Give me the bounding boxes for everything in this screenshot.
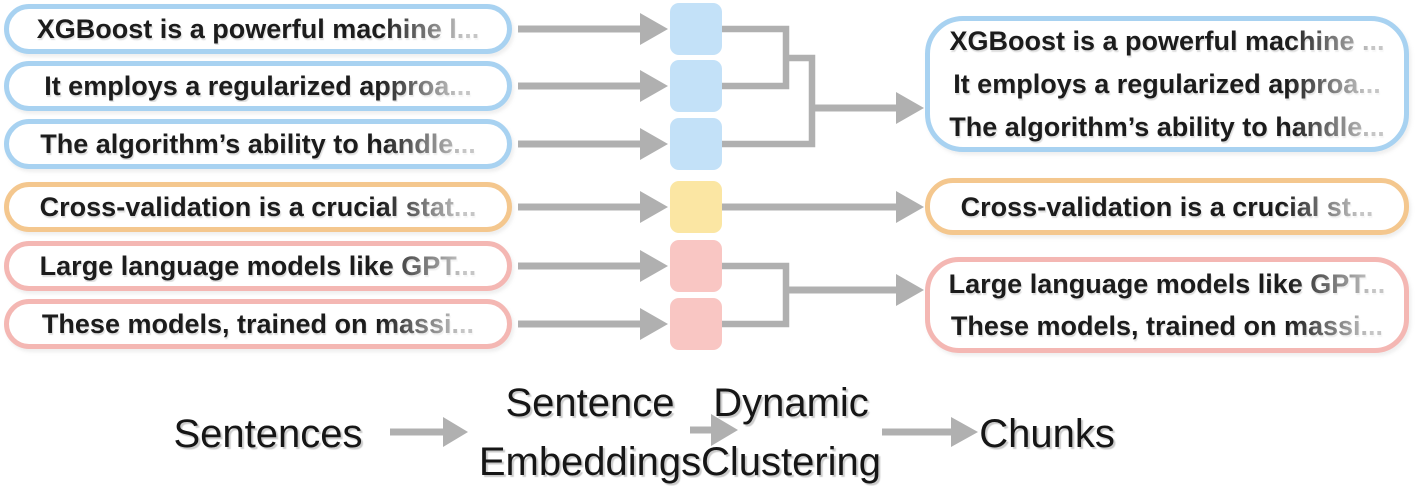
sentence-text-6: These models, trained on massi... xyxy=(41,308,475,339)
stage-label-sentence-embeddings: Sentence Embeddings xyxy=(478,381,702,484)
sentence-box-5: Large language models like GPT... xyxy=(4,241,512,291)
arrow-sentence1-to-embedding-icon xyxy=(518,13,668,45)
chunk3-line-2: These models, trained on massi... xyxy=(950,311,1384,341)
arrow-sentence3-to-embedding-icon xyxy=(518,128,668,160)
arrow-sentence5-to-embedding-icon xyxy=(518,250,668,282)
arrow-sentence2-to-embedding-icon xyxy=(518,70,668,102)
arrow-sentence4-to-embedding-icon xyxy=(518,191,668,223)
arrow-embeddings-to-clustering-icon xyxy=(690,414,738,446)
blue-cluster-bracket xyxy=(722,25,816,148)
sentence-box-6: These models, trained on massi... xyxy=(4,299,512,349)
arrow-pink-cluster-to-chunk-icon xyxy=(786,274,924,306)
arrow-blue-cluster-to-chunk-icon xyxy=(812,92,924,124)
embedding-square-4 xyxy=(670,181,722,233)
sentence-text-4: Cross-validation is a crucial stat... xyxy=(39,191,477,222)
sentence-text-5: Large language models like GPT... xyxy=(39,250,477,281)
embedding-square-1 xyxy=(670,3,722,55)
chunk-box-1: XGBoost is a powerful machine ... It emp… xyxy=(925,16,1409,152)
arrow-clustering-to-chunks-icon xyxy=(882,417,978,447)
chunk-box-3: Large language models like GPT... These … xyxy=(925,257,1409,353)
sentence-text-2: It employs a regularized approa... xyxy=(44,70,472,101)
sentence-text-1: XGBoost is a powerful machine l... xyxy=(36,13,480,44)
chunk2-line-1: Cross-validation is a crucial st... xyxy=(960,191,1374,222)
arrow-sentence6-to-embedding-icon xyxy=(518,308,668,340)
embedding-square-5 xyxy=(670,240,722,292)
stage-label-sentences: Sentences xyxy=(173,412,363,456)
arrow-sentences-to-embeddings-icon xyxy=(390,417,468,447)
sentence-box-3: The algorithm’s ability to handle... xyxy=(4,119,512,169)
pink-cluster-bracket xyxy=(722,262,790,328)
embedding-square-6 xyxy=(670,298,722,350)
chunk3-line-1: Large language models like GPT... xyxy=(948,269,1386,299)
stage-label-chunks: Chunks xyxy=(979,412,1115,456)
chunk1-line-3: The algorithm’s ability to handle... xyxy=(949,111,1385,142)
chunk-box-2: Cross-validation is a crucial st... xyxy=(925,178,1409,235)
sentence-text-3: The algorithm’s ability to handle... xyxy=(40,128,476,159)
embedding-square-2 xyxy=(670,60,722,112)
arrow-yellow-embedding-to-chunk-icon xyxy=(722,191,924,223)
sentence-box-2: It employs a regularized approa... xyxy=(4,61,512,111)
chunk1-line-1: XGBoost is a powerful machine ... xyxy=(949,25,1385,56)
sentence-box-4: Cross-validation is a crucial stat... xyxy=(4,182,512,232)
sentence-box-1: XGBoost is a powerful machine l... xyxy=(4,4,512,54)
embedding-square-3 xyxy=(670,118,722,170)
chunk1-line-2: It employs a regularized approa... xyxy=(953,68,1381,99)
stage-label-dynamic-clustering: Dynamic Clustering xyxy=(700,381,882,484)
